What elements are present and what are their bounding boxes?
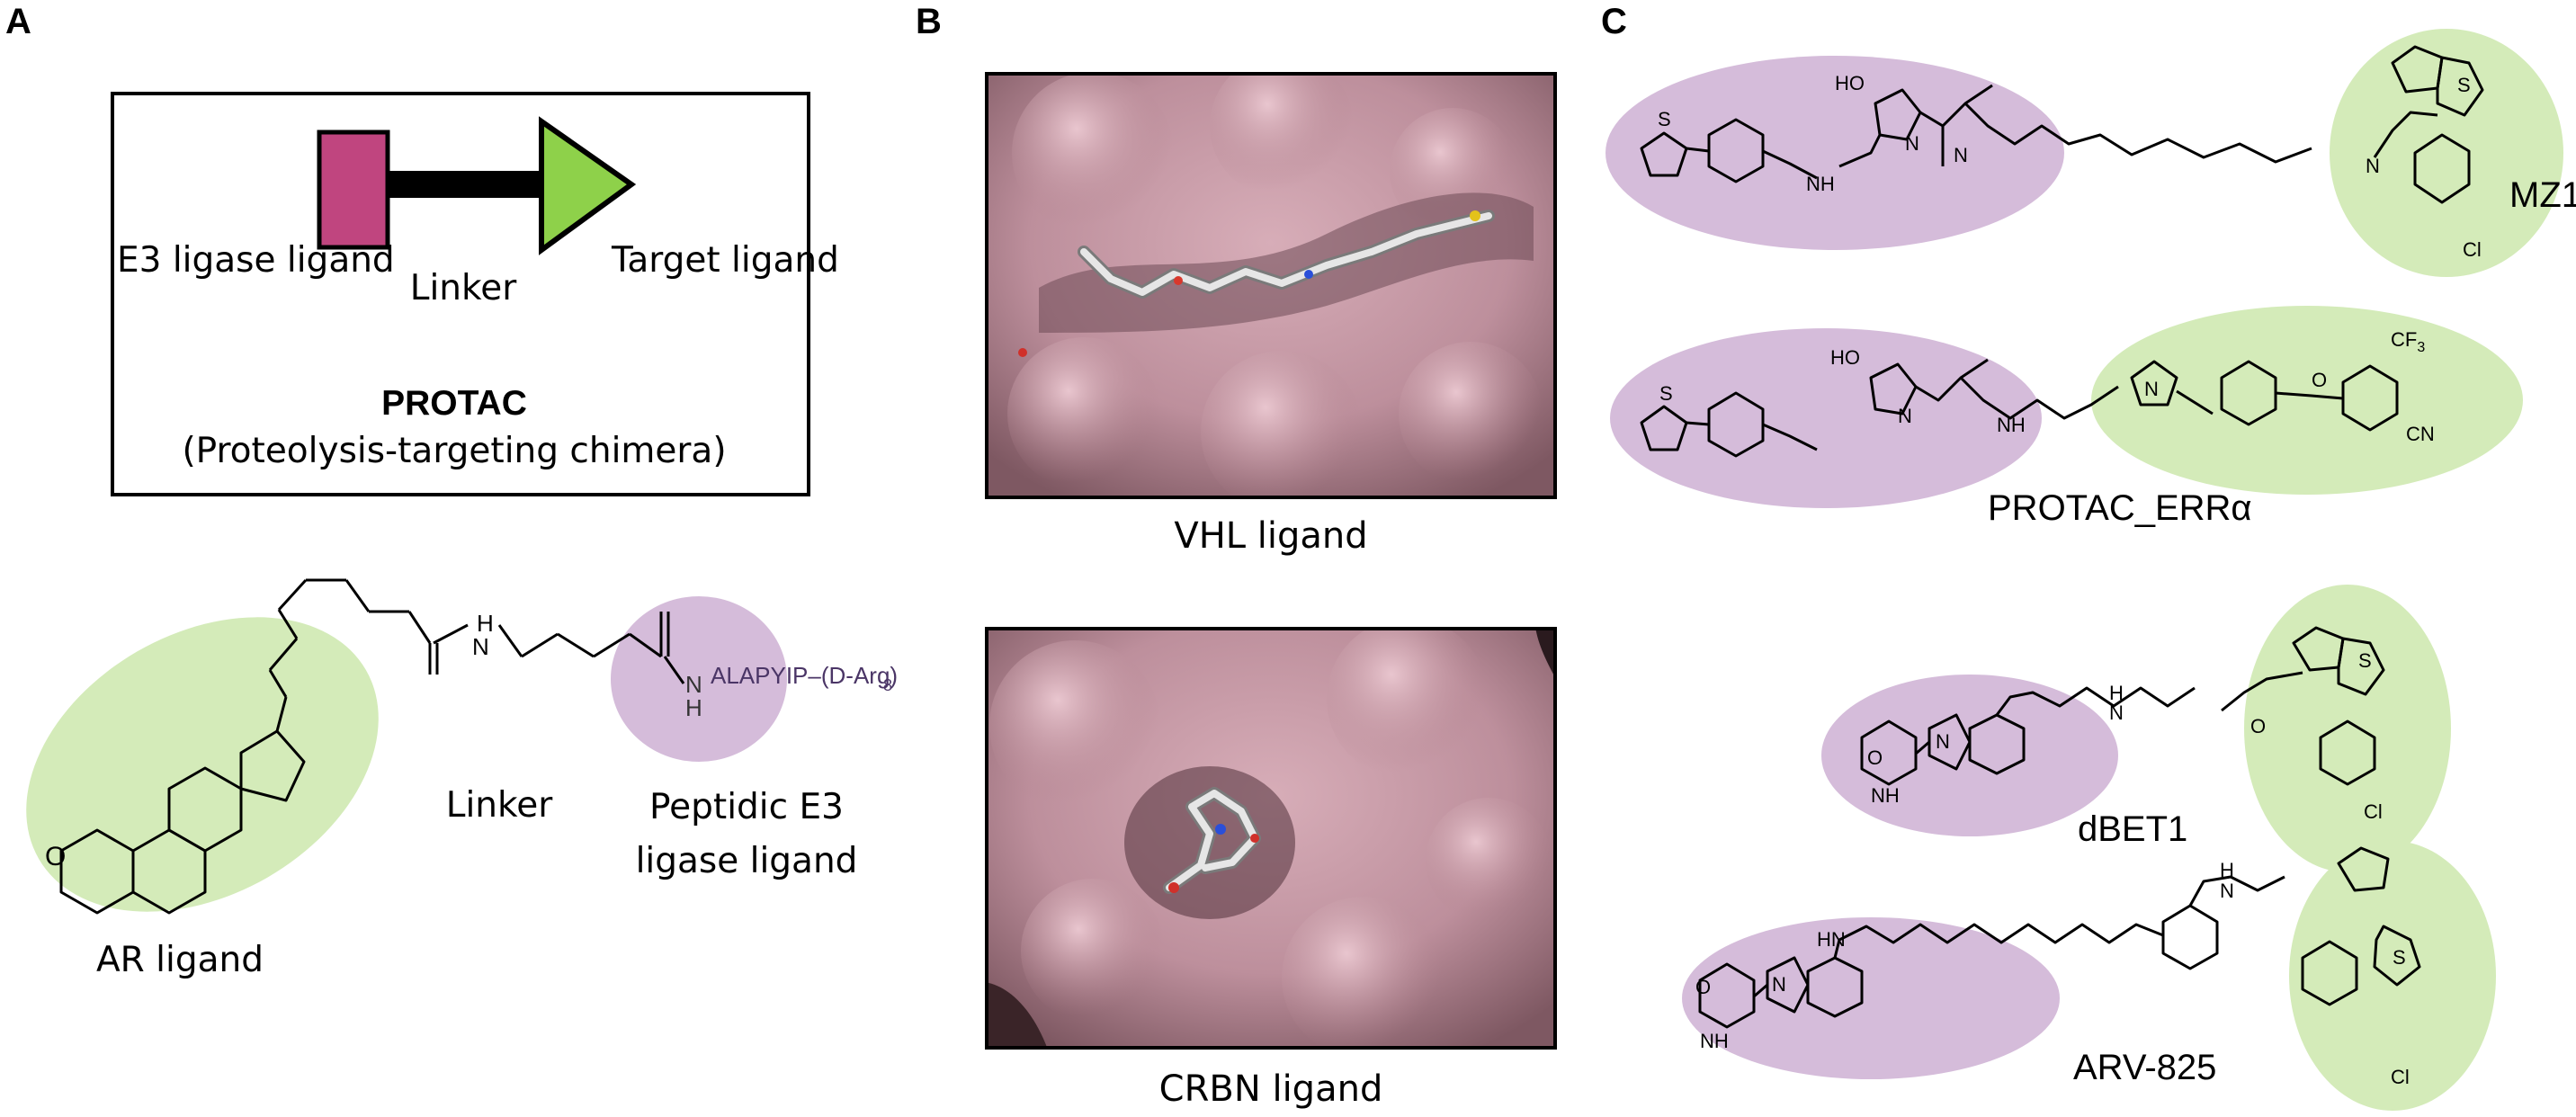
vhl-ligand-caption: VHL ligand [1174, 515, 1368, 557]
svg-text:N: N [2220, 880, 2234, 902]
svg-text:N: N [1936, 730, 1950, 753]
mz1-structure: HO N N S NH N S Cl MZ1 [1606, 29, 2576, 277]
panel-label-a: A [5, 2, 31, 41]
svg-text:O: O [2312, 369, 2327, 391]
e3-ligand-block [317, 130, 390, 250]
svg-text:H: H [477, 610, 494, 637]
ar-ligand-ellipse [26, 617, 379, 912]
svg-text:N: N [1772, 973, 1786, 996]
panel-label-c: C [1601, 2, 1627, 41]
svg-text:S: S [2457, 74, 2471, 96]
dbet1-label: dBET1 [2078, 809, 2187, 849]
svg-text:S: S [2393, 946, 2406, 969]
svg-text:Cl: Cl [2391, 1066, 2410, 1088]
target-ligand-label: Target ligand [612, 240, 839, 281]
protac-schematic-box [111, 92, 810, 496]
svg-text:S: S [2358, 649, 2372, 672]
svg-text:N: N [2366, 155, 2380, 177]
svg-text:NH: NH [1700, 1030, 1729, 1052]
svg-text:CN: CN [2406, 423, 2435, 445]
svg-text:Cl: Cl [2364, 800, 2383, 823]
svg-text:HN: HN [1817, 928, 1846, 951]
svg-text:N: N [2109, 701, 2124, 724]
vhl-surface-render [985, 72, 1557, 499]
svg-text:S: S [1658, 108, 1671, 130]
arv825-structure: O NH N HN H N S Cl ARV-825 [1682, 841, 2496, 1111]
panel-label-b: B [916, 2, 942, 41]
crbn-ligand-caption: CRBN ligand [1158, 1068, 1383, 1110]
svg-text:O: O [1867, 746, 1883, 769]
svg-text:N: N [1954, 144, 1968, 166]
svg-text:NH: NH [1997, 414, 2026, 436]
linker-label: Linker [409, 268, 517, 308]
peptide-subscript: 8 [883, 676, 892, 694]
svg-text:N: N [472, 633, 489, 660]
protac-erra-label: PROTAC_ERRα [1988, 488, 2252, 528]
svg-text:NH: NH [1871, 784, 1900, 807]
svg-text:N: N [2144, 378, 2159, 400]
mz1-label: MZ1 [2509, 175, 2576, 215]
ar-protac-structure: H N N H O ALAPYIP–(D-Arg) 8 [26, 578, 898, 915]
protac-erra-structure: HO N NH S N O CF3 CN PROTAC_ERRα [1610, 306, 2523, 528]
protac-schematic-graphic [317, 116, 637, 255]
svg-text:NH: NH [1806, 173, 1835, 195]
crbn-surface-render [985, 627, 1557, 1050]
svg-text:O: O [2250, 715, 2266, 737]
protac-title: PROTAC [381, 384, 527, 423]
svg-text:N: N [1905, 132, 1919, 155]
svg-text:H: H [2220, 859, 2234, 881]
svg-text:HO: HO [1835, 72, 1865, 94]
peptidic-e3-ligase-label: Peptidic E3 ligase ligand [635, 787, 858, 881]
ar-ligand-label: AR ligand [96, 940, 264, 980]
svg-text:Cl: Cl [2463, 238, 2482, 261]
svg-text:S: S [1659, 382, 1673, 405]
protac-fullname: (Proteolysis-targeting chimera) [182, 431, 727, 471]
e3-ligase-ligand-label: E3 ligase ligand [117, 240, 395, 281]
svg-text:O: O [45, 842, 66, 871]
dbet1-structure: O NH N H N O S Cl dBET1 [1821, 585, 2451, 872]
svg-text:HO: HO [1830, 346, 1860, 369]
peptide-sequence: ALAPYIP–(D-Arg) [711, 662, 898, 689]
svg-text:O: O [1695, 976, 1711, 998]
linker-bar [382, 171, 549, 198]
arv825-label: ARV-825 [2073, 1048, 2216, 1087]
svg-text:N: N [685, 671, 702, 698]
target-ligand-triangle [539, 116, 637, 255]
svg-text:CF3: CF3 [2391, 328, 2425, 355]
panel-c-structures: HO N N S NH N S Cl MZ1 HO N NH S N [1606, 29, 2576, 1111]
svg-text:H: H [685, 694, 702, 721]
svg-text:N: N [1898, 405, 1912, 427]
svg-text:H: H [2109, 682, 2124, 704]
linker-bottom-label: Linker [445, 785, 553, 826]
peptidic-ligand-ellipse [611, 596, 787, 762]
